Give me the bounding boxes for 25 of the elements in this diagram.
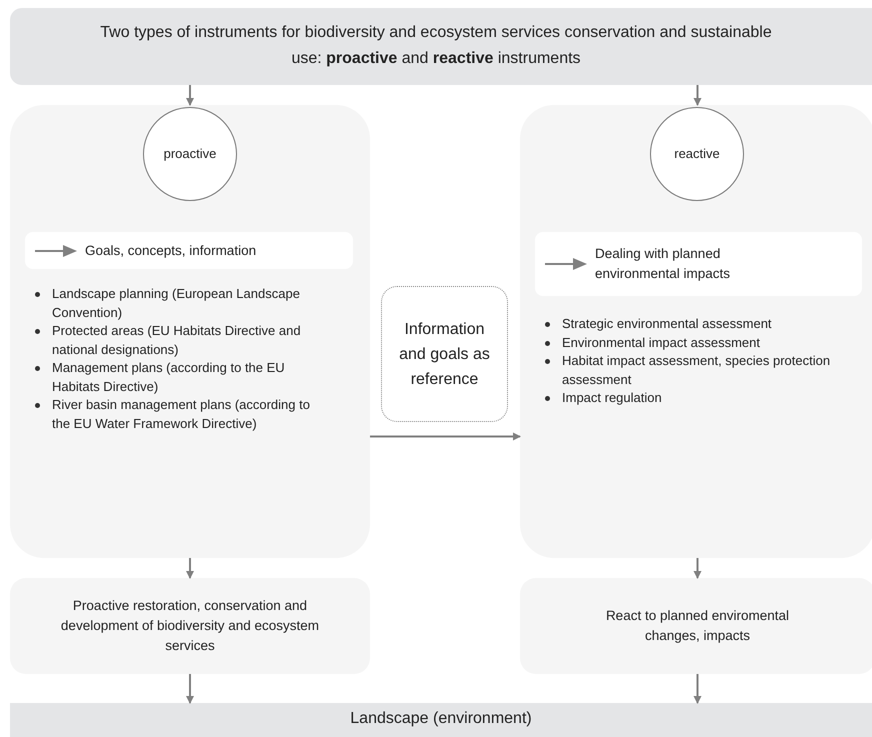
circle-label: reactive (674, 145, 720, 163)
title-text: Two types of instruments for biodiversity and ecosystem services conservation and sustainable use: proactive and reactive instruments (99, 23, 773, 69)
bullet-text: Impact regulation (562, 390, 662, 405)
heading-text: Goals, concepts, information (85, 242, 258, 260)
heading-box (25, 232, 353, 269)
instrument-panel (520, 105, 872, 558)
reference-text: Information and goals as reference (398, 320, 491, 390)
heading-box (535, 232, 862, 296)
bullet-text: Strategic environmental assessment (562, 316, 772, 331)
heading-text: Dealing with planned environmental impacts (595, 245, 732, 283)
reference-box (381, 286, 508, 422)
bullet-text: Landscape planning (European Landscape Convention) (52, 286, 300, 320)
outcome-text: React to planned enviromental changes, impacts (604, 607, 790, 645)
bullet-text: River basin management plans (according to the EU Water Framework Directive) (52, 397, 310, 430)
outcome-box (520, 578, 872, 674)
bullet-text: Habitat impact assessment, species protection assessment (562, 353, 830, 386)
bullet-text: Management plans (according to the EU Habitats Directive) (52, 360, 285, 394)
title-box (10, 8, 872, 85)
bullet-text: Protected areas (EU Habitats Directive and national designations) (52, 323, 301, 356)
bullet-text: Environmental impact assessment (562, 334, 760, 350)
outcome-box (10, 578, 370, 674)
outcome-text: Proactive restoration, conservation and development of biodiversity and ecosystem services (60, 597, 320, 655)
landscape-text: Landscape (environment) (349, 709, 533, 729)
instrument-panel (10, 105, 370, 558)
circle-label: proactive (164, 145, 216, 163)
